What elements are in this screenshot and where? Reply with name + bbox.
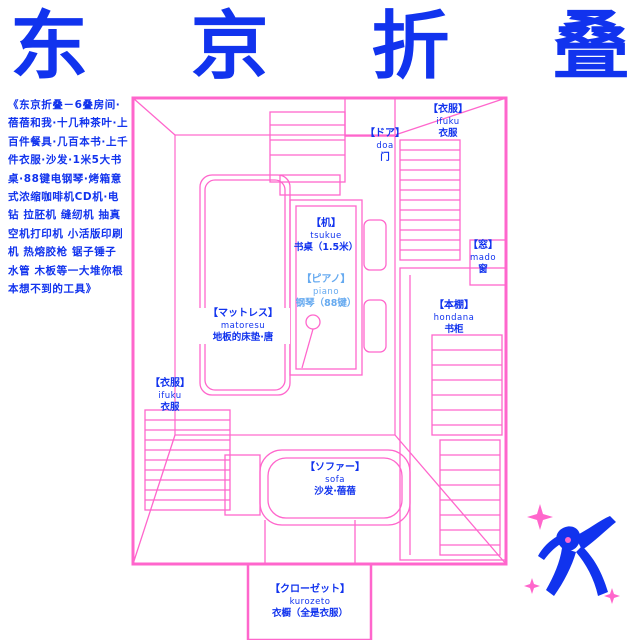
label-head: 【ドア】 — [365, 128, 405, 139]
label-cn: 书柜 — [444, 324, 464, 335]
label-desk: 【机】 tsukue 书桌（1.5米） — [286, 218, 366, 254]
label-clothes-left: 【衣服】 ifuku 衣服 — [140, 378, 200, 414]
label-cn: 地板的床垫·唐 — [212, 332, 274, 343]
label-roma: tsukue — [310, 231, 342, 241]
label-roma: doa — [376, 141, 394, 151]
label-cn: 衣服 — [160, 402, 180, 413]
label-roma: piano — [312, 287, 340, 297]
label-bookshelf: 【本棚】 hondana 书柜 — [422, 300, 486, 336]
label-head: 【衣服】 — [428, 104, 468, 115]
title-char: 京 — [190, 4, 269, 90]
label-door: 【ドア】 doa 门 — [360, 128, 410, 164]
label-cn: 钢琴（88键） — [295, 298, 357, 309]
label-roma: kurozeto — [289, 597, 331, 607]
label-cn: 沙发·蓓蓓 — [314, 486, 356, 497]
label-closet: 【クローゼット】 kurozeto 衣橱（全是衣服） — [252, 584, 368, 620]
label-cn: 衣服 — [438, 128, 458, 139]
title-char: 折 — [371, 4, 450, 90]
label-cn: 窗 — [478, 264, 488, 275]
sparkle-icon — [604, 588, 620, 604]
label-cn: 门 — [380, 152, 390, 163]
label-clothes-top: 【衣服】 ifuku 衣服 — [418, 104, 478, 140]
label-head: 【ソファー】 — [305, 462, 365, 473]
label-head: 【本棚】 — [434, 300, 474, 311]
label-window: 【窓】 mado 窗 — [458, 240, 508, 276]
sparkle-icon — [524, 578, 540, 594]
label-sofa: 【ソファー】 sofa 沙发·蓓蓓 — [290, 462, 380, 498]
label-cn: 书桌（1.5米） — [293, 242, 359, 253]
label-roma: ifuku — [436, 117, 460, 127]
label-head: 【クローゼット】 — [270, 584, 350, 595]
label-head: 【マットレス】 — [208, 308, 278, 319]
label-piano: 【ピアノ】 piano 钢琴（88键） — [286, 274, 366, 310]
label-roma: matoresu — [220, 321, 266, 331]
title-char: 东 — [10, 4, 89, 90]
label-mattress: 【マットレス】 matoresu 地板的床垫·唐 — [196, 308, 290, 344]
label-roma: hondana — [433, 313, 475, 323]
sparkle-icon — [527, 504, 553, 530]
label-head: 【窓】 — [468, 240, 498, 251]
page-title: 东 京 折 叠 — [10, 6, 630, 88]
intro-text: 《东京折叠－6叠房间·蓓蓓和我·十几种茶叶·上百件餐具·几百本书·上千件衣服·沙… — [8, 99, 129, 296]
label-roma: ifuku — [158, 391, 182, 401]
label-roma: mado — [469, 253, 497, 263]
label-cn: 衣橱（全是衣服） — [271, 608, 348, 619]
title-char: 叠 — [551, 4, 630, 90]
label-roma: sofa — [325, 475, 345, 485]
label-head: 【机】 — [311, 218, 341, 229]
running-figure-icon — [524, 504, 620, 604]
label-head: 【ピアノ】 — [301, 274, 351, 285]
label-head: 【衣服】 — [150, 378, 190, 389]
